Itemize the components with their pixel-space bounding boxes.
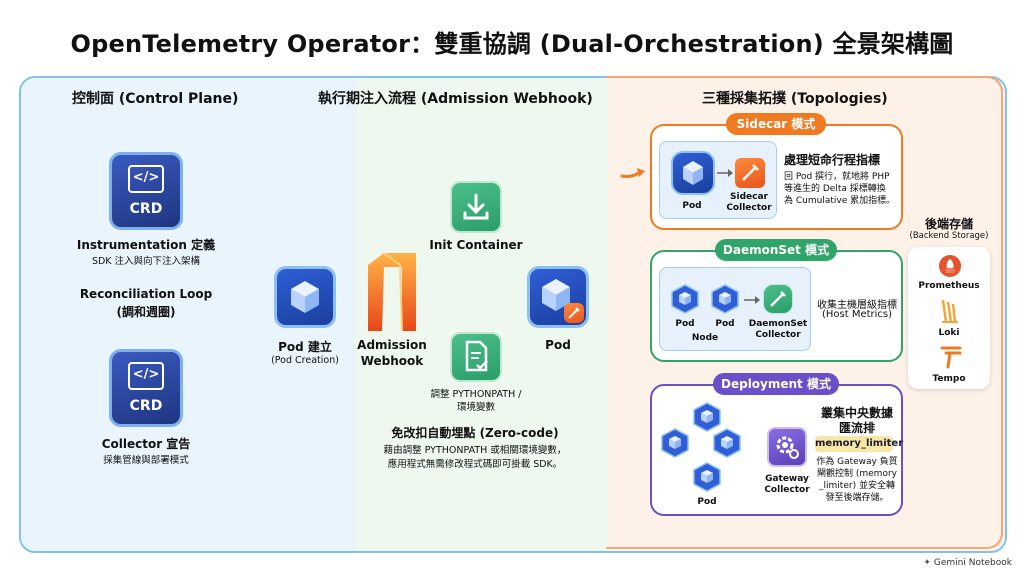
deployment-desc-title-2: 匯流排 xyxy=(838,421,875,435)
env-adjust-line2: 環境變數 xyxy=(456,402,495,413)
footer-label: Gemini Notebook xyxy=(933,558,1012,568)
control-plane-heading: 控制面 (Control Plane) xyxy=(72,91,239,107)
page-title: OpenTelemetry Operator：雙重協調 (Dual-Orches… xyxy=(70,30,954,58)
sidecar-desc-line2: 等進生的 Delta 採標轉換 xyxy=(784,184,886,194)
telescope-icon xyxy=(564,303,584,323)
gemini-logo-icon: ✦ xyxy=(923,558,931,568)
pod-creation-label: Pod 建立 xyxy=(278,340,332,354)
daemonset-desc-line1: 收集主機層級指標 xyxy=(817,300,897,311)
deployment-pod-label: Pod xyxy=(697,497,717,507)
download-icon xyxy=(463,193,489,220)
instrumentation-subtitle: SDK 注入與向下注入架構 xyxy=(91,256,201,267)
init-container-label: Init Container xyxy=(429,238,523,252)
crd-label: CRD xyxy=(129,201,163,217)
gateway-label-1: Gateway xyxy=(765,474,809,484)
code-brackets-icon: </> xyxy=(128,165,164,193)
gear-icon xyxy=(776,436,799,459)
tempo-icon xyxy=(940,346,962,369)
daemonset-pod2-label: Pod xyxy=(715,319,735,329)
pod-hex-icon xyxy=(671,284,699,314)
env-adjust-line1: 調整 PYTHONPATH / xyxy=(430,389,522,400)
reconciliation-loop: Reconciliation Loop xyxy=(79,287,213,301)
backend-subtitle: (Backend Storage) xyxy=(909,231,989,241)
pod-creation-tile xyxy=(274,266,336,328)
deployment-desc-line4: 發至後端存儲。 xyxy=(825,493,889,503)
topologies-border xyxy=(606,76,1003,549)
daemonset-collector-label-1: DaemonSet xyxy=(748,319,808,329)
backend-tempo: Tempo xyxy=(932,374,966,384)
sidecar-pill: Sidecar 模式 xyxy=(726,113,826,135)
sidecar-collector-label-2: Collector xyxy=(726,203,772,213)
deployment-pill: Deployment 模式 xyxy=(713,373,839,395)
sidecar-desc-line1: 回 Pod 撰行，就地將 PHP xyxy=(784,172,890,182)
pod-hex-icon xyxy=(713,428,741,458)
cube-icon xyxy=(683,161,703,185)
memory-limiter-badge: memory_limiter xyxy=(815,436,903,452)
deployment-desc-line2: 閘觀控制 (memory xyxy=(817,469,897,479)
arrow-right-icon xyxy=(744,296,760,304)
daemonset-desc-line2: (Host Metrics) xyxy=(821,309,893,320)
pod-label: Pod xyxy=(545,338,571,352)
arrow-right-icon xyxy=(620,168,645,178)
daemonset-collector-label-2: Collector xyxy=(755,330,801,340)
gateway-collector-tile xyxy=(767,427,807,467)
collector-crd: </> CRD xyxy=(109,349,183,427)
pod-hex-icon xyxy=(711,284,739,314)
reconciliation-loop-sub: (調和週圈) xyxy=(116,305,176,319)
admission-webhook-icon xyxy=(368,252,416,332)
sidecar-collector-label-1: Sidecar xyxy=(730,192,768,202)
backend-prometheus: Prometheus xyxy=(918,281,980,291)
pod-hex-icon xyxy=(693,402,721,432)
crd-label: CRD xyxy=(129,398,163,414)
instrumentation-crd: </> CRD xyxy=(109,152,183,230)
collector-title: Collector 宣告 xyxy=(101,437,191,451)
document-check-icon xyxy=(465,340,488,372)
cube-icon xyxy=(291,281,319,313)
zero-code-line2: 應用程式無需修改程式碼即可掛載 SDK。 xyxy=(387,459,563,470)
arrow-right-icon xyxy=(717,169,733,177)
sidecar-pod-label: Pod xyxy=(682,201,702,211)
sidecar-pod-tile xyxy=(671,151,715,195)
loki-icon xyxy=(941,299,958,323)
daemonset-pill: DaemonSet 模式 xyxy=(715,239,837,261)
webhook-label-1: Admission xyxy=(357,338,427,352)
backend-title: 後端存儲 xyxy=(924,217,973,231)
injected-pod-tile xyxy=(527,266,589,328)
pod-creation-sub: (Pod Creation) xyxy=(271,355,339,366)
collector-subtitle: 採集管線與部署模式 xyxy=(103,455,189,466)
zero-code-title: 免改扣自動埋點 (Zero-code) xyxy=(391,426,559,440)
deployment-desc-line1: 作為 Gateway 負質 xyxy=(816,457,898,467)
code-brackets-icon: </> xyxy=(128,362,164,390)
daemonset-pod1-label: Pod xyxy=(675,319,695,329)
webhook-label-2: Webhook xyxy=(360,354,424,368)
deployment-desc-title-1: 叢集中央數據 xyxy=(820,406,893,420)
pod-hex-icon xyxy=(661,428,689,458)
gateway-label-2: Collector xyxy=(764,485,810,495)
topologies-heading: 三種採集拓撲 (Topologies) xyxy=(702,91,888,107)
telescope-icon xyxy=(763,284,793,314)
init-container-tile xyxy=(450,181,502,233)
instrumentation-title: Instrumentation 定義 xyxy=(76,238,216,252)
daemonset-node-label: Node xyxy=(691,333,719,343)
sidecar-desc-line3: 為 Cumulative 累加指標。 xyxy=(784,196,896,206)
telescope-icon xyxy=(735,158,765,188)
sidecar-desc-title: 處理短命行程指標 xyxy=(784,153,881,167)
prometheus-icon xyxy=(939,255,961,277)
backend-loki: Loki xyxy=(938,328,960,338)
deployment-desc-line3: _limiter) 並安全轉 xyxy=(819,481,895,491)
zero-code-line1: 藉由調整 PYTHONPATH 或相關環境變數， xyxy=(383,445,567,456)
env-config-tile xyxy=(450,332,502,382)
pod-hex-icon xyxy=(693,462,721,492)
footer-credit: ✦ Gemini Notebook xyxy=(923,558,1012,568)
admission-heading: 執行期注入流程 (Admission Webhook) xyxy=(318,91,593,107)
